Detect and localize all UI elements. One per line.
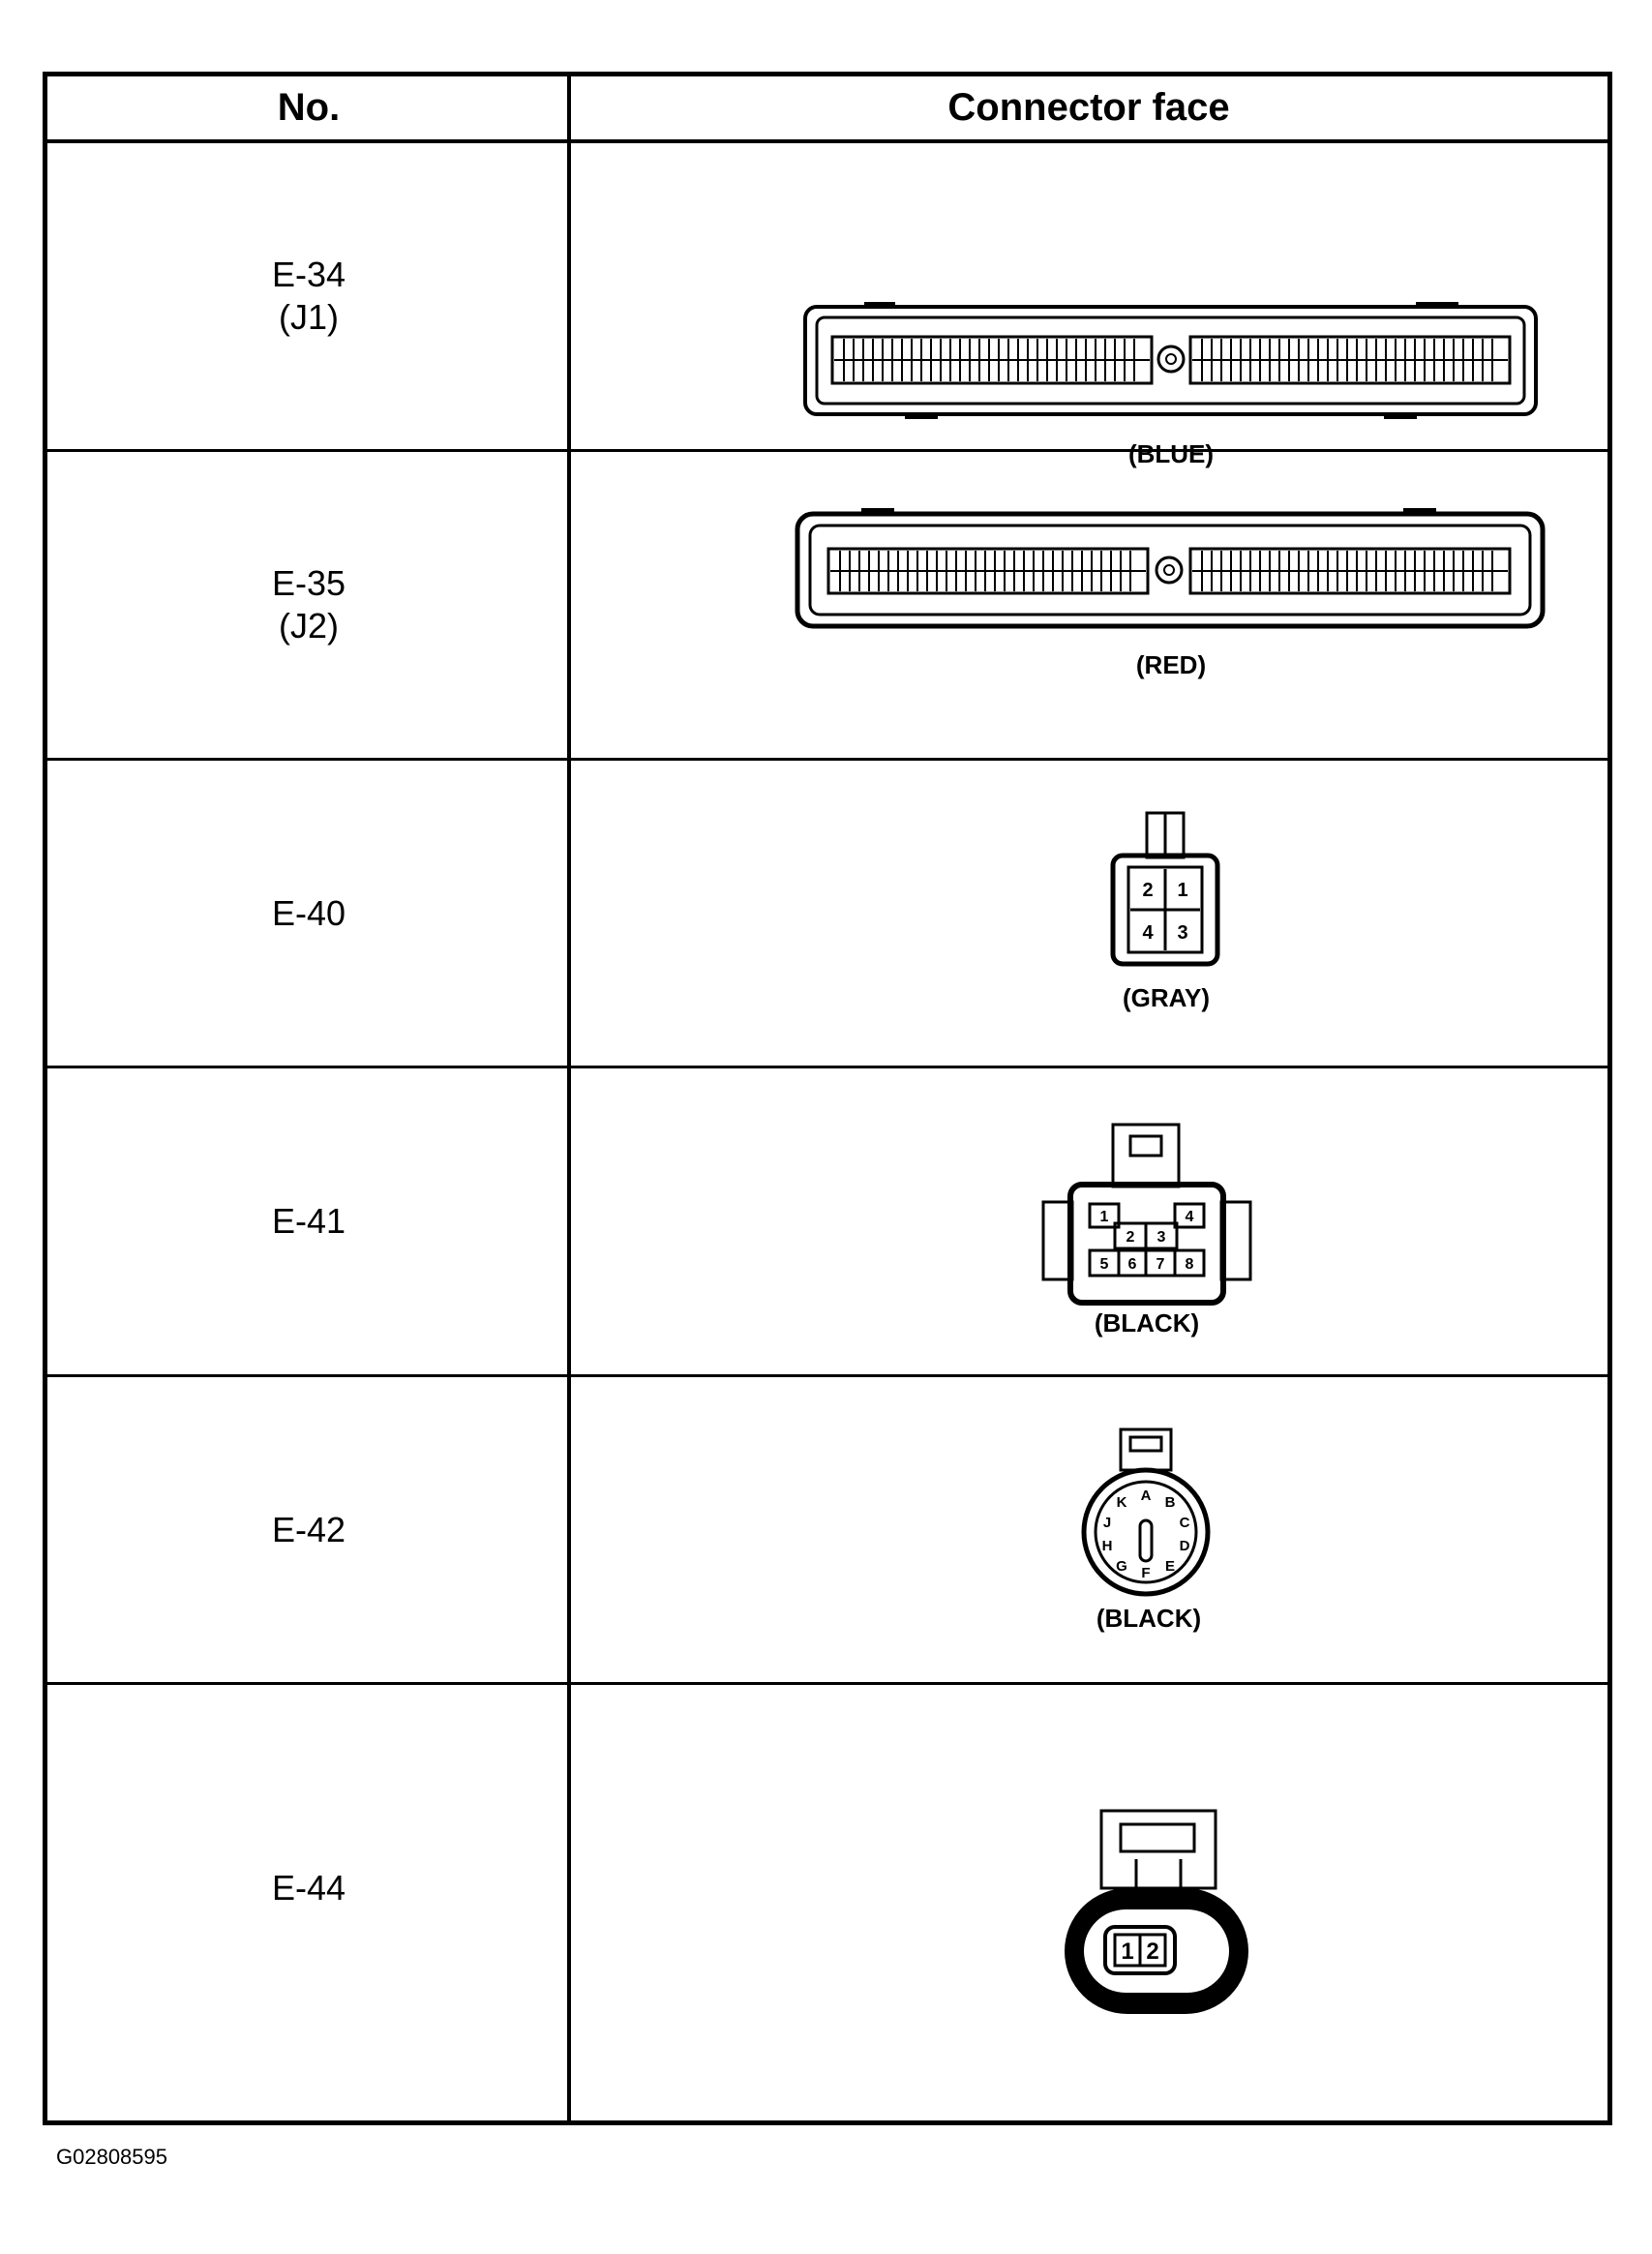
connector-outer-shell [795, 511, 1546, 629]
figure-id: G02808595 [56, 2145, 167, 2169]
pin-label: 2 [1126, 1229, 1135, 1246]
connector-number: E-35 [271, 563, 346, 603]
column-divider [567, 76, 571, 2120]
center-bolt-icon [1156, 345, 1186, 374]
pin-label: 1 [1121, 1938, 1133, 1965]
table-row-e41: E-41 [47, 1068, 1607, 1377]
pin-label: 2 [1142, 880, 1153, 901]
connector-face-cell: 1 4 2 3 5 6 7 8 (BLACK) [571, 1068, 1607, 1374]
pin-label: B [1165, 1494, 1176, 1511]
connector-color-label: (BLACK) [1096, 1604, 1202, 1633]
pin-block-left [826, 547, 1150, 595]
pin-label: C [1180, 1515, 1190, 1531]
table-row-e34: E-34 (J1) [47, 143, 1607, 468]
pin-block-right [1188, 335, 1512, 385]
pin-label: 3 [1157, 1229, 1166, 1246]
pin-label: A [1141, 1488, 1152, 1504]
pin-block-left [830, 335, 1154, 385]
8-pin-connector-diagram: 1 4 2 3 5 6 7 8 [1041, 1123, 1252, 1306]
ecu-connector-blue-diagram [803, 302, 1538, 419]
connector-color-label: (RED) [1135, 650, 1207, 679]
center-bolt-icon [1155, 556, 1184, 585]
pin-label: 6 [1128, 1256, 1137, 1273]
connector-number: E-42 [271, 1509, 346, 1549]
connector-sub-id: (J2) [279, 606, 339, 646]
pin-label: 1 [1100, 1209, 1109, 1225]
pin-label: K [1117, 1494, 1127, 1511]
pin-label: 1 [1177, 880, 1187, 901]
pin-label: G [1116, 1558, 1127, 1575]
connector-number: E-44 [271, 1868, 346, 1908]
pin-label: D [1180, 1538, 1190, 1554]
connector-outer-shell [803, 305, 1538, 416]
connector-number: E-34 [271, 255, 346, 294]
pin-label: F [1141, 1565, 1150, 1581]
connector-inner-shell [815, 316, 1526, 406]
connector-housing [1081, 1467, 1211, 1597]
connector-face-cell: 2 1 4 3 (GRAY) [571, 761, 1607, 1066]
connector-face-cell: 1 2 [571, 1685, 1607, 2120]
pin-label: E [1165, 1558, 1175, 1575]
connector-inner-shell [808, 524, 1532, 616]
table-header: No. Connector face [47, 76, 1607, 143]
ecu-connector-red-diagram [795, 508, 1546, 629]
connector-number: E-40 [271, 892, 346, 933]
connector-color-label: (BLACK) [1094, 1308, 1200, 1337]
latch-tab [905, 412, 938, 419]
pin-label: 3 [1177, 922, 1187, 944]
connector-color-label: (BLUE) [1127, 439, 1215, 468]
latch-tab [864, 302, 895, 309]
pin-label: 8 [1186, 1256, 1194, 1273]
connector-color-label: (GRAY) [1122, 983, 1211, 1012]
pin-label: H [1102, 1538, 1113, 1554]
pin-label: 4 [1186, 1209, 1194, 1225]
keyway [1138, 1518, 1154, 1563]
table-row-e40: E-40 2 1 4 3 (GRAY) [47, 761, 1607, 1068]
pin-label: 5 [1100, 1256, 1109, 1273]
table-row-e42: E-42 A B C D E F G H [47, 1377, 1607, 1685]
locking-tab [1099, 1809, 1217, 1890]
round-10-pin-connector-diagram: A B C D E F G H J K [1081, 1428, 1211, 1597]
connector-table: No. Connector face E-34 (J1) [43, 72, 1612, 2125]
pin-label: J [1103, 1515, 1111, 1531]
pin-block-right [1188, 547, 1512, 595]
table-row-e35: E-35 (J2) [47, 452, 1607, 761]
pin-cavity [1103, 1925, 1177, 1975]
pin-cavity [1126, 865, 1204, 954]
latch-tab [1384, 412, 1417, 419]
pin-label: 4 [1142, 922, 1154, 944]
connector-sub-id: (J1) [279, 297, 339, 337]
table-row-e44: E-44 1 2 [47, 1685, 1607, 2120]
header-no: No. [277, 86, 341, 129]
connector-face-cell: (RED) [571, 452, 1607, 758]
connector-housing [1067, 1182, 1226, 1306]
latch-tab [1416, 302, 1458, 309]
connector-housing [1110, 853, 1220, 967]
pin-label: 2 [1146, 1938, 1158, 1965]
4-pin-connector-diagram: 2 1 4 3 [1110, 811, 1220, 967]
2-pin-connector-diagram: 1 2 [1065, 1809, 1248, 2014]
pin-label: 7 [1156, 1256, 1165, 1273]
connector-number: E-41 [271, 1201, 346, 1241]
header-connector-face: Connector face [947, 86, 1230, 129]
connector-face-cell: A B C D E F G H J K (BLACK) [571, 1377, 1607, 1682]
connector-face-cell: (BLUE) [571, 143, 1607, 468]
